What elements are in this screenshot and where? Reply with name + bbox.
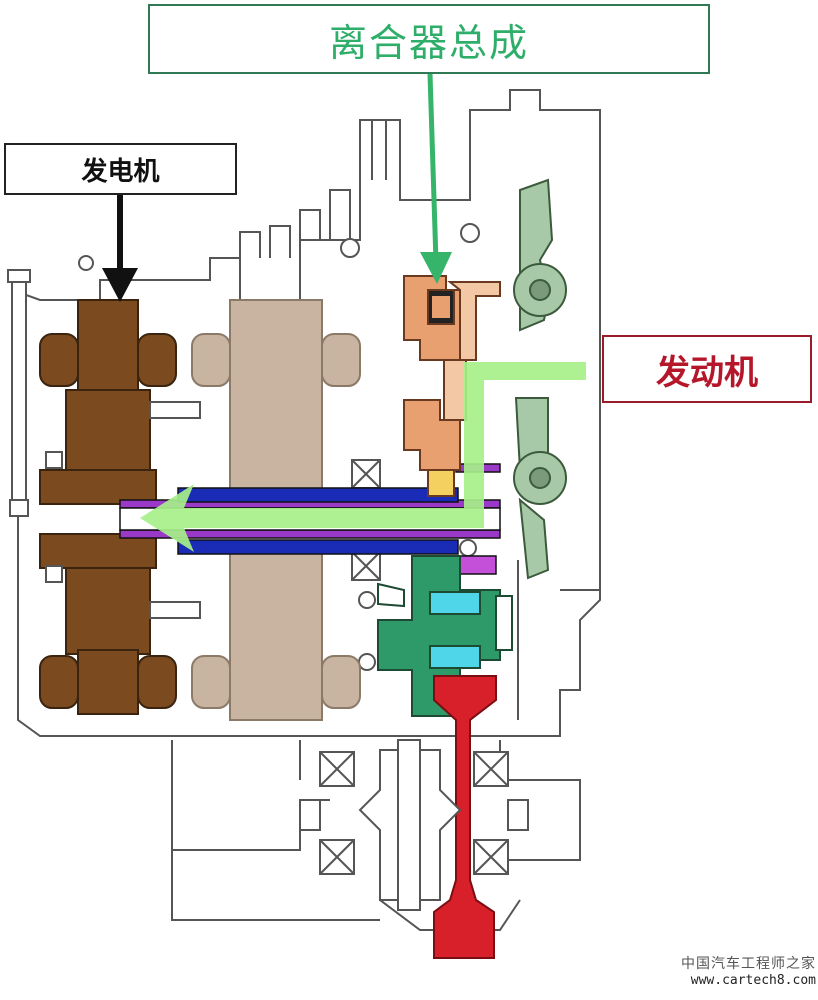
watermark-logo-text: 中国汽车工程师之家 bbox=[681, 955, 816, 972]
arrow-down-icon bbox=[102, 268, 138, 302]
shaft-bearings bbox=[45, 401, 381, 619]
engine-text: 发动机 bbox=[656, 352, 758, 393]
generator-pointer bbox=[102, 195, 138, 302]
differential-unit bbox=[299, 739, 529, 911]
generator-text: 发电机 bbox=[81, 156, 160, 187]
clutch-pointer bbox=[420, 73, 452, 284]
left-tie-rod bbox=[7, 269, 31, 517]
generator-rotor-stator bbox=[39, 299, 177, 715]
engine-label: 发动机 bbox=[602, 335, 812, 403]
clutch-assembly-label: 离合器总成 bbox=[148, 4, 710, 74]
arrow-down-icon bbox=[420, 252, 452, 284]
watermark: 中国汽车工程师之家 www.cartech8.com bbox=[636, 950, 816, 990]
watermark-url: www.cartech8.com bbox=[690, 972, 816, 988]
output-shaft bbox=[433, 675, 497, 959]
flywheel-damper bbox=[513, 178, 567, 580]
drive-motor bbox=[191, 299, 361, 721]
clutch-assembly-text: 离合器总成 bbox=[328, 20, 529, 65]
power-flow-arrow bbox=[140, 362, 586, 552]
arrow-left-icon bbox=[140, 362, 586, 552]
clutch-pack bbox=[403, 275, 501, 497]
generator-label: 发电机 bbox=[4, 143, 237, 195]
